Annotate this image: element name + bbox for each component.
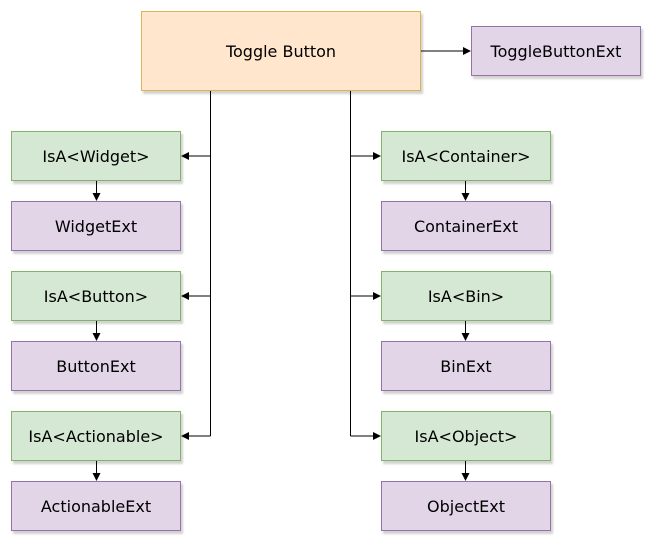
isa-widget-node[interactable]: IsA<Widget>	[11, 131, 181, 181]
object-ext-node[interactable]: ObjectExt	[381, 481, 551, 531]
isa-actionable-node[interactable]: IsA<Actionable>	[11, 411, 181, 461]
isa-container-node[interactable]: IsA<Container>	[381, 131, 551, 181]
isa-bin-node[interactable]: IsA<Bin>	[381, 271, 551, 321]
toggle-button-node[interactable]: Toggle Button	[141, 11, 421, 91]
actionable-ext-node[interactable]: ActionableExt	[11, 481, 181, 531]
widget-ext-node[interactable]: WidgetExt	[11, 201, 181, 251]
isa-button-node[interactable]: IsA<Button>	[11, 271, 181, 321]
container-ext-node[interactable]: ContainerExt	[381, 201, 551, 251]
button-ext-node[interactable]: ButtonExt	[11, 341, 181, 391]
toggle-button-ext-node[interactable]: ToggleButtonExt	[471, 26, 641, 76]
bin-ext-node[interactable]: BinExt	[381, 341, 551, 391]
isa-object-node[interactable]: IsA<Object>	[381, 411, 551, 461]
